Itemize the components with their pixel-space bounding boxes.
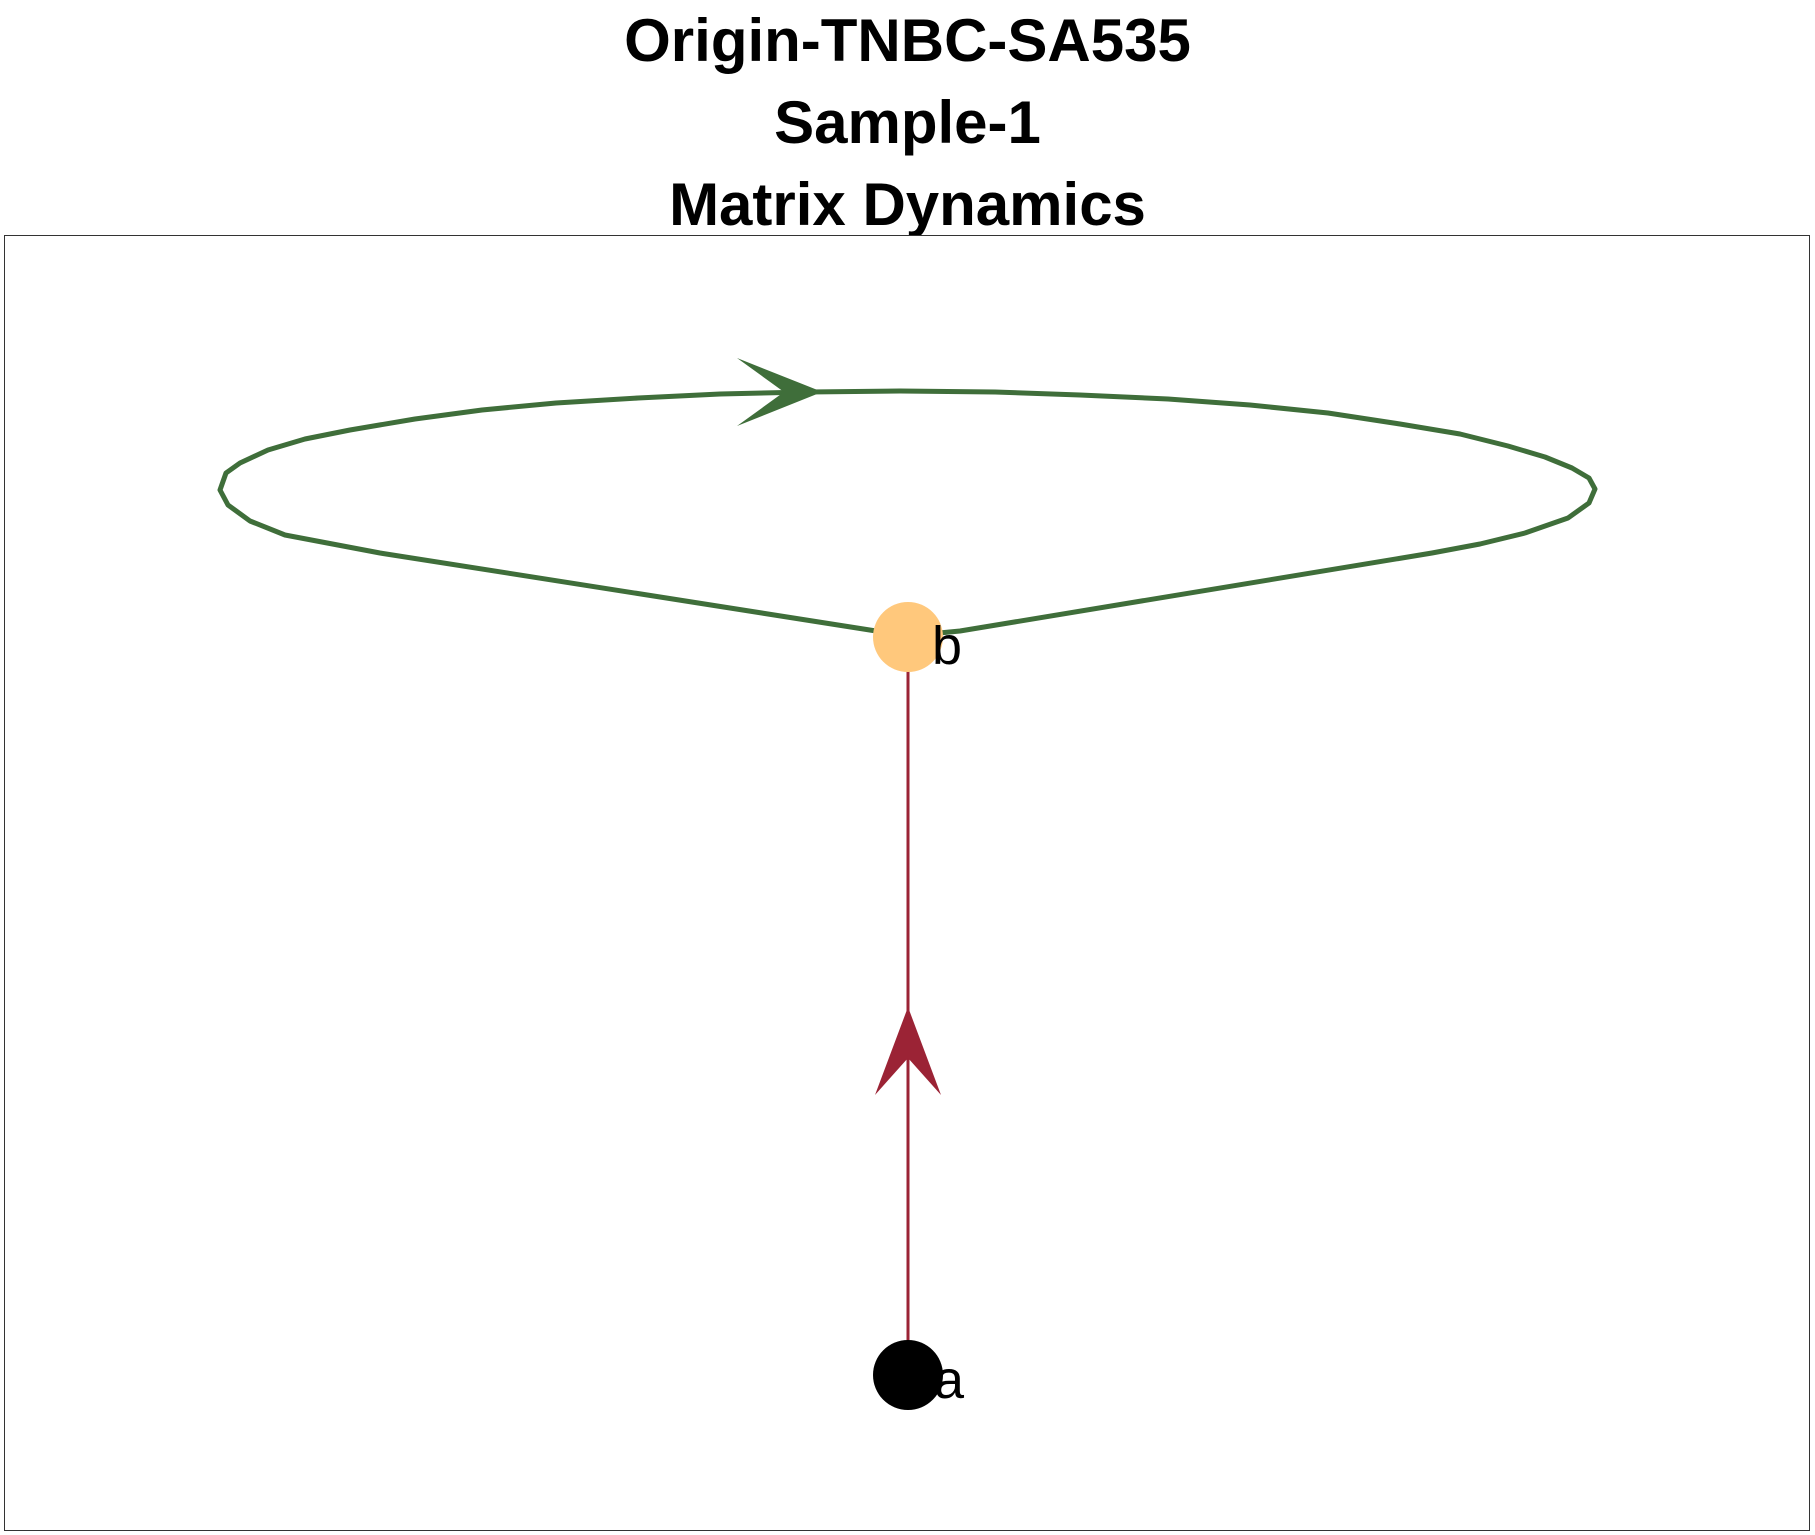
node-a-label: a bbox=[934, 1350, 965, 1410]
chart-title: Origin-TNBC-SA535 Sample-1 Matrix Dynami… bbox=[0, 0, 1815, 246]
edge-b-to-b-arrowhead bbox=[737, 358, 822, 426]
edge-a-to-b-arrowhead bbox=[875, 1007, 941, 1095]
node-a bbox=[873, 1340, 943, 1410]
node-b bbox=[873, 602, 943, 672]
title-line-2: Sample-1 bbox=[774, 89, 1041, 156]
edge-b-to-b-loop bbox=[217, 388, 1598, 639]
title-line-1: Origin-TNBC-SA535 bbox=[624, 7, 1191, 74]
title-line-3: Matrix Dynamics bbox=[669, 171, 1146, 238]
node-b-label: b bbox=[932, 616, 962, 676]
